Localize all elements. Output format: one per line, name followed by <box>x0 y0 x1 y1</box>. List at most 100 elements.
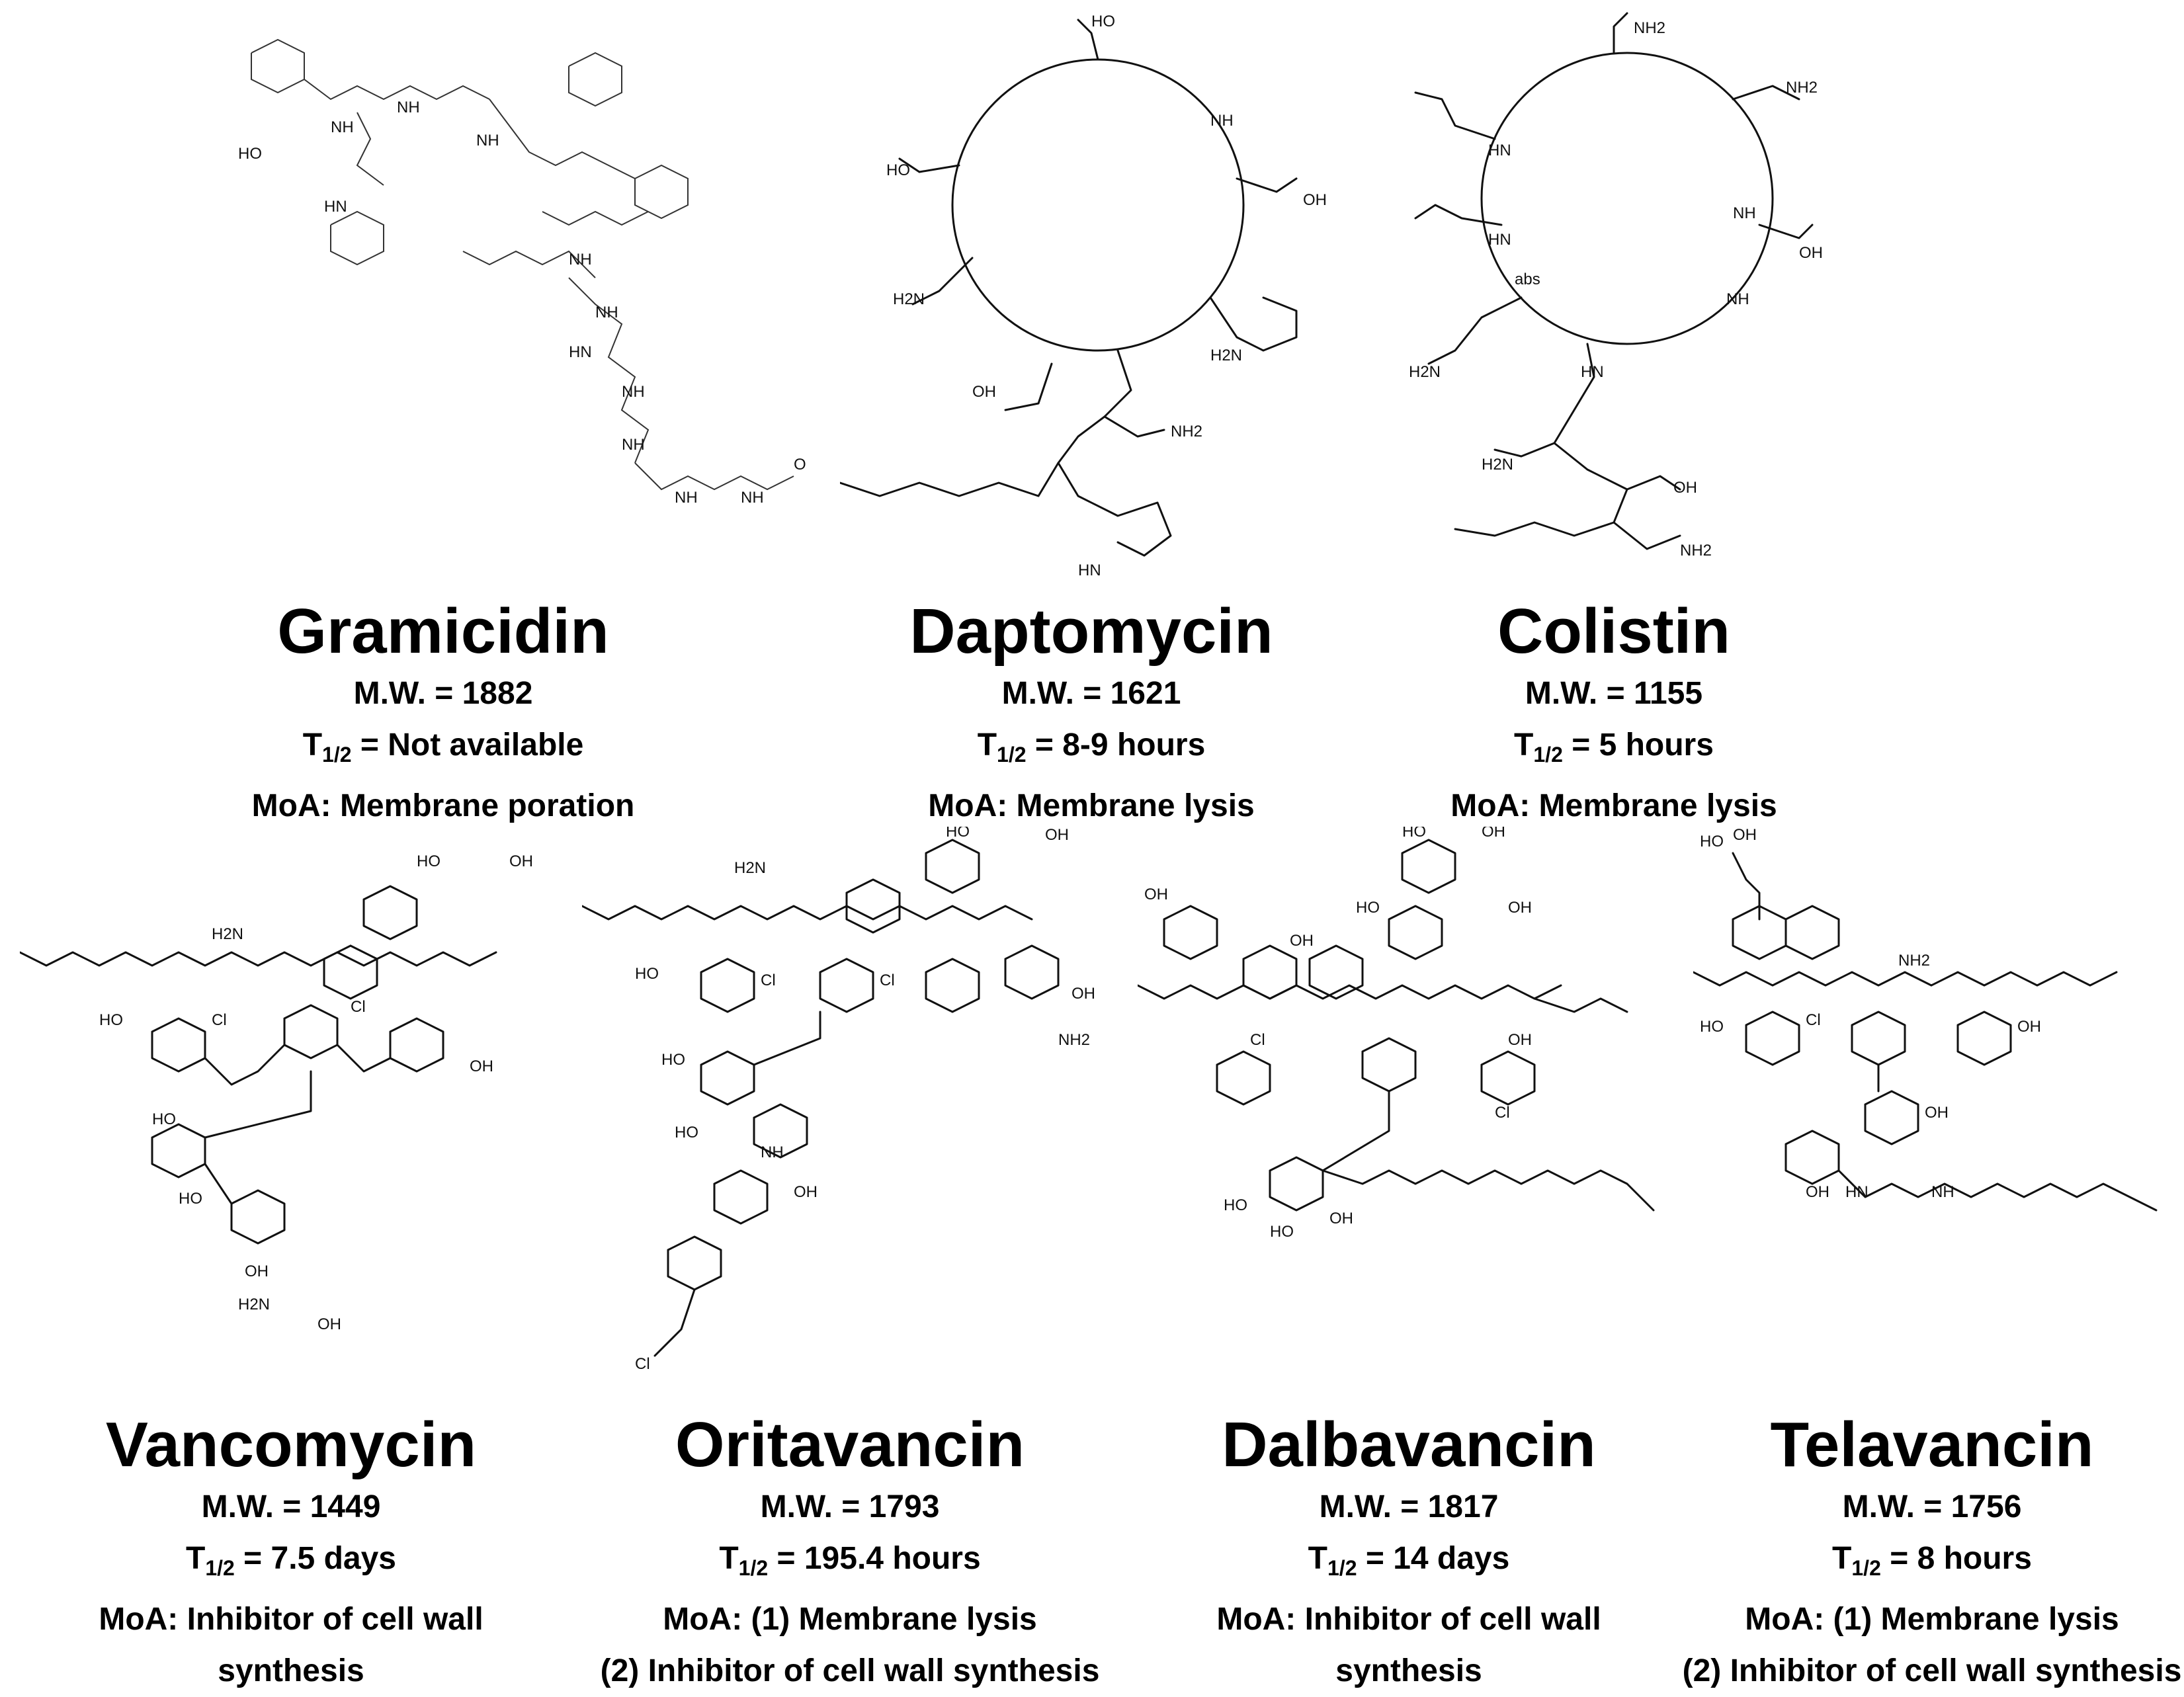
mechanism-of-action: MoA: Membrane lysis <box>928 788 1255 823</box>
daptomycin-caption: Daptomycin M.W. = 1621 T1/2 = 8-9 hours … <box>840 595 1343 832</box>
atom-label: NH <box>1931 1183 1954 1201</box>
atom-label: Cl <box>212 1011 227 1029</box>
atom-label: HO <box>1270 1223 1294 1241</box>
atom-label: NH <box>622 436 645 454</box>
molecular-weight: M.W. = 1793 <box>760 1489 940 1524</box>
atom-label: NH <box>569 251 592 269</box>
atom-label: HO <box>417 852 441 870</box>
atom-label: Cl <box>351 998 366 1016</box>
atom-label: H2N <box>212 925 243 943</box>
molecule-name: Colistin <box>1497 596 1730 667</box>
atom-label: OH <box>1673 479 1697 497</box>
molecular-weight: M.W. = 1882 <box>353 676 533 711</box>
atom-label: Cl <box>1806 1011 1821 1029</box>
atom-label: NH <box>622 383 645 401</box>
molecule-panel-vancomycin: HO OH H2N HO Cl Cl OH HO HO OH H2N OH Va… <box>0 827 569 1688</box>
atom-label: HN <box>569 343 592 361</box>
atom-label: HO <box>152 1110 176 1128</box>
atom-label: HO <box>1091 13 1115 30</box>
half-life: T1/2 = Not available <box>302 727 584 766</box>
atom-label: Cl <box>1495 1104 1510 1122</box>
molecule-name: Oritavancin <box>675 1409 1025 1480</box>
atom-label: NH <box>741 489 764 507</box>
atom-label: NH <box>397 99 420 116</box>
atom-label: NH2 <box>1171 423 1202 440</box>
dalbavancin-structure: HO OH OH HO OH OH Cl OH Cl HO HO OH <box>1138 827 1680 1409</box>
atom-label: HN <box>1488 231 1511 249</box>
half-life: T1/2 = 8-9 hours <box>977 727 1206 766</box>
atom-label: O <box>794 456 806 474</box>
molecule-name: Telavancin <box>1770 1409 2094 1480</box>
atom-label: H2N <box>238 1296 270 1313</box>
atom-label: NH <box>331 118 354 136</box>
vancomycin-caption: Vancomycin M.W. = 1449 T1/2 = 7.5 days M… <box>20 1409 562 1697</box>
molecule-panel-dalbavancin: HO OH OH HO OH OH Cl OH Cl HO HO OH Dalb… <box>1138 827 1680 1688</box>
molecule-name: Daptomycin <box>909 596 1273 667</box>
molecule-panel-gramicidin: HO NH NH NH HN NH NH HN NH NH NH NH O Gr… <box>0 0 806 833</box>
atom-label: NH2 <box>1786 79 1818 97</box>
atom-label: OH <box>245 1262 269 1280</box>
vancomycin-structure: HO OH H2N HO Cl Cl OH HO HO OH H2N OH <box>20 847 562 1376</box>
atom-label: OH <box>1071 985 1095 1003</box>
gramicidin-caption: Gramicidin M.W. = 1882 T1/2 = Not availa… <box>198 595 688 832</box>
telavancin-structure-drawing: HO OH NH2 HO Cl OH OH OH HN NH <box>1693 827 2158 1212</box>
atom-label: HO <box>661 1051 685 1069</box>
molecule-name: Vancomycin <box>105 1409 477 1480</box>
molecular-weight: M.W. = 1449 <box>201 1489 381 1524</box>
molecule-name: Gramicidin <box>277 596 609 667</box>
atom-label: OH <box>794 1183 818 1201</box>
atom-label: HO <box>1356 899 1380 917</box>
atom-label: HO <box>99 1011 123 1029</box>
atom-label: OH <box>1806 1183 1829 1201</box>
atom-label: HO <box>1402 827 1426 841</box>
atom-label: OH <box>972 383 996 401</box>
atom-label: HO <box>886 161 910 179</box>
atom-label: NH <box>1733 204 1756 222</box>
atom-label: OH <box>317 1315 341 1333</box>
half-life: T1/2 = 195.4 hours <box>719 1541 981 1580</box>
atom-label: OH <box>1799 244 1823 262</box>
atom-label: NH2 <box>1898 952 1930 970</box>
telavancin-structure: HO OH NH2 HO Cl OH OH OH HN NH <box>1693 827 2176 1409</box>
atom-label: HO <box>179 1190 202 1208</box>
mechanism-of-action: MoA: Membrane poration <box>251 788 635 823</box>
mechanism-of-action-line-2: synthesis <box>218 1653 364 1688</box>
mechanism-of-action-line-2: synthesis <box>1335 1653 1482 1688</box>
oritavancin-caption: Oritavancin M.W. = 1793 T1/2 = 195.4 hou… <box>569 1409 1131 1697</box>
atom-label: HO <box>675 1124 698 1141</box>
half-life: T1/2 = 5 hours <box>1514 727 1714 766</box>
molecule-panel-telavancin: HO OH NH2 HO Cl OH OH OH HN NH Telavanci… <box>1680 827 2184 1688</box>
atom-label: OH <box>1329 1210 1353 1227</box>
atom-label: NH <box>761 1143 784 1161</box>
atom-label: NH <box>675 489 698 507</box>
atom-label: HO <box>635 965 659 983</box>
mechanism-of-action-line-2: (2) Inhibitor of cell wall synthesis <box>1682 1653 2182 1688</box>
atom-label: abs <box>1515 270 1540 288</box>
mechanism-of-action-line-1: MoA: Inhibitor of cell wall <box>1216 1602 1601 1637</box>
atom-label: H2N <box>1210 347 1242 364</box>
atom-label: OH <box>1482 827 1505 841</box>
atom-label: HN <box>1845 1183 1869 1201</box>
atom-label: HO <box>946 827 970 841</box>
molecular-weight: M.W. = 1621 <box>1001 676 1181 711</box>
molecule-name: Dalbavancin <box>1222 1409 1596 1480</box>
atom-label: HO <box>238 145 262 163</box>
dalbavancin-structure-drawing: HO OH OH HO OH OH Cl OH Cl HO HO OH <box>1138 827 1655 1241</box>
atom-label: H2N <box>1482 456 1513 474</box>
molecule-panel-oritavancin: HO OH H2N HO Cl Cl OH NH2 HO HO OH NH Cl… <box>569 827 1131 1688</box>
atom-label: H2N <box>893 290 925 308</box>
half-life: T1/2 = 8 hours <box>1832 1541 2032 1580</box>
atom-label: OH <box>1303 191 1327 209</box>
atom-label: HN <box>324 198 347 216</box>
molecular-weight: M.W. = 1817 <box>1319 1489 1499 1524</box>
atom-label: NH2 <box>1634 19 1665 37</box>
atom-label: HO <box>1700 1018 1724 1036</box>
atom-label: OH <box>470 1057 493 1075</box>
atom-label: OH <box>1508 899 1532 917</box>
atom-label: OH <box>1045 827 1069 844</box>
atom-label: NH <box>1726 290 1749 308</box>
colistin-caption: Colistin M.W. = 1155 T1/2 = 5 hours MoA:… <box>1376 595 1852 832</box>
molecule-panel-daptomycin: HO HO OH OH H2N H2N NH2 HN NH Daptomycin… <box>827 0 1356 833</box>
molecular-weight: M.W. = 1155 <box>1525 676 1703 711</box>
atom-label: Cl <box>880 972 895 989</box>
